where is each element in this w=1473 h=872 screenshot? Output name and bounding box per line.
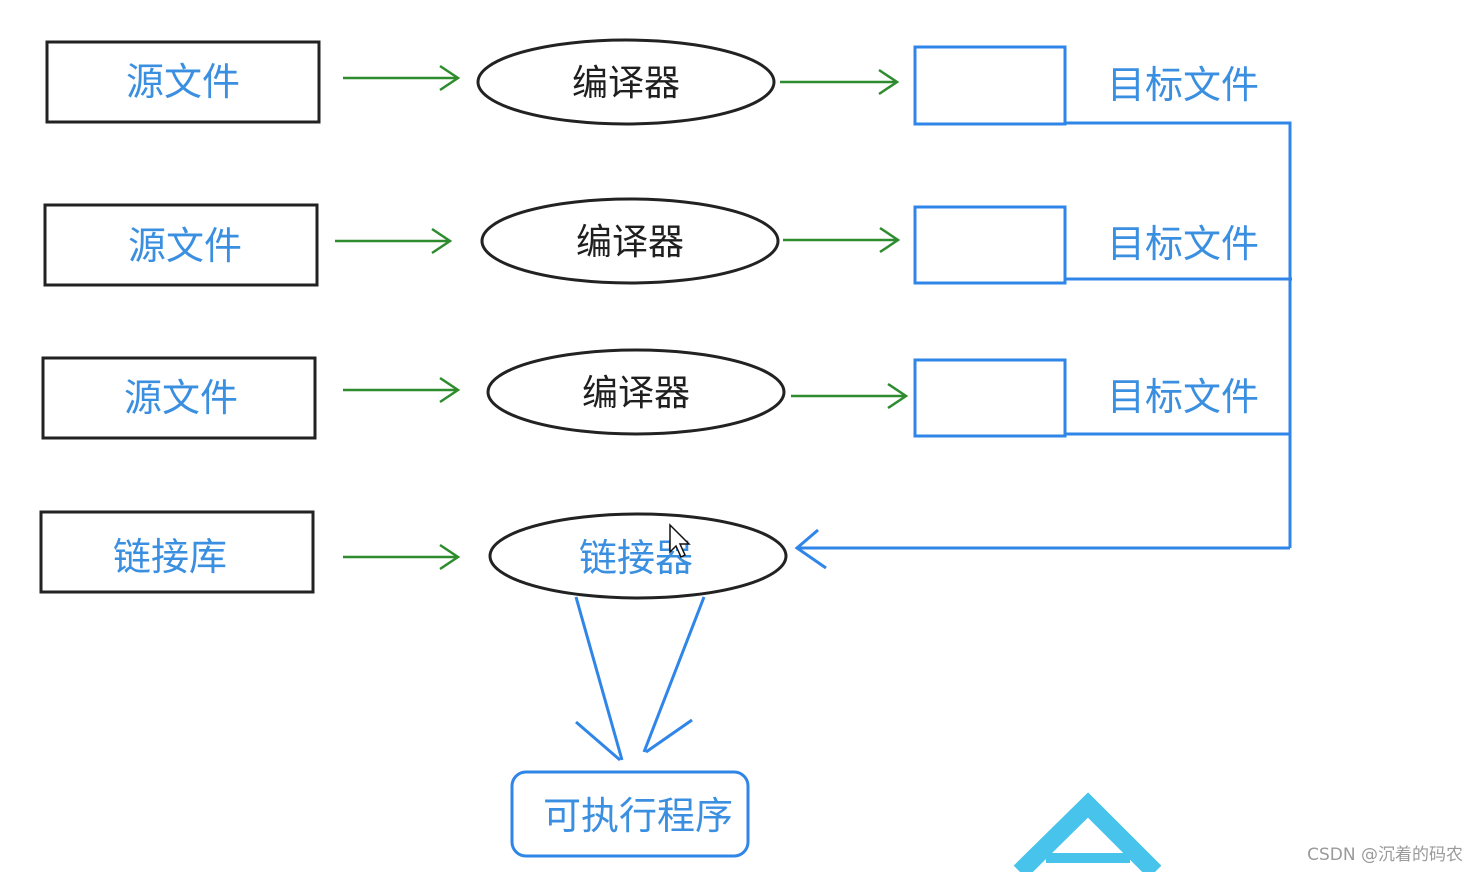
executable-box (510, 770, 750, 858)
executable-label: 可执行程序 (543, 794, 733, 838)
object-file-label-1: 目标文件 (1107, 63, 1259, 107)
green-arrow-source-to-compiler-1 (343, 64, 461, 92)
compiler-ellipse-1 (476, 38, 776, 126)
object-file-box-2 (913, 205, 1067, 285)
green-arrow-compiler-to-object-1 (780, 68, 900, 96)
object-file-label-2: 目标文件 (1107, 222, 1259, 266)
row-4: 链接库 链接器 (39, 510, 788, 600)
linker-ellipse (488, 512, 788, 600)
link-library-label: 链接库 (113, 535, 227, 579)
collector-line-1 (1065, 121, 1292, 548)
cut-off-logo-decoration (1013, 792, 1162, 872)
source-file-box-2 (43, 203, 319, 287)
green-arrow-source-to-compiler-3 (343, 376, 461, 404)
green-arrow-source-to-compiler-2 (335, 227, 453, 255)
source-file-label-3: 源文件 (124, 376, 238, 420)
green-arrow-compiler-to-object-3 (791, 382, 909, 410)
source-file-box-3 (41, 356, 317, 440)
source-file-box-1 (45, 40, 321, 124)
linker-to-executable-arrow (574, 596, 706, 762)
object-file-box-1 (913, 45, 1067, 126)
mouse-cursor-icon (669, 523, 691, 559)
link-library-box (39, 510, 315, 594)
row-2: 源文件 编译器 目标文件 (43, 197, 1259, 287)
object-file-label-3: 目标文件 (1107, 375, 1259, 419)
watermark-text: CSDN @沉着的码农 (1307, 845, 1463, 865)
compiler-label-3: 编译器 (582, 373, 690, 414)
collector-arrowhead (794, 528, 827, 570)
compiler-ellipse-2 (480, 197, 780, 285)
source-file-label-1: 源文件 (126, 60, 240, 104)
compiler-label-1: 编译器 (572, 63, 680, 104)
row-3: 源文件 编译器 目标文件 (41, 348, 1259, 440)
object-file-box-3 (913, 358, 1067, 438)
green-arrow-compiler-to-object-2 (783, 226, 901, 254)
green-arrow-library-to-linker (343, 543, 461, 571)
compiler-label-2: 编译器 (576, 222, 684, 263)
source-file-label-2: 源文件 (128, 224, 242, 268)
object-files-collector (794, 121, 1292, 570)
row-1: 源文件 编译器 目标文件 (45, 38, 1259, 126)
compiler-ellipse-3 (486, 348, 786, 436)
